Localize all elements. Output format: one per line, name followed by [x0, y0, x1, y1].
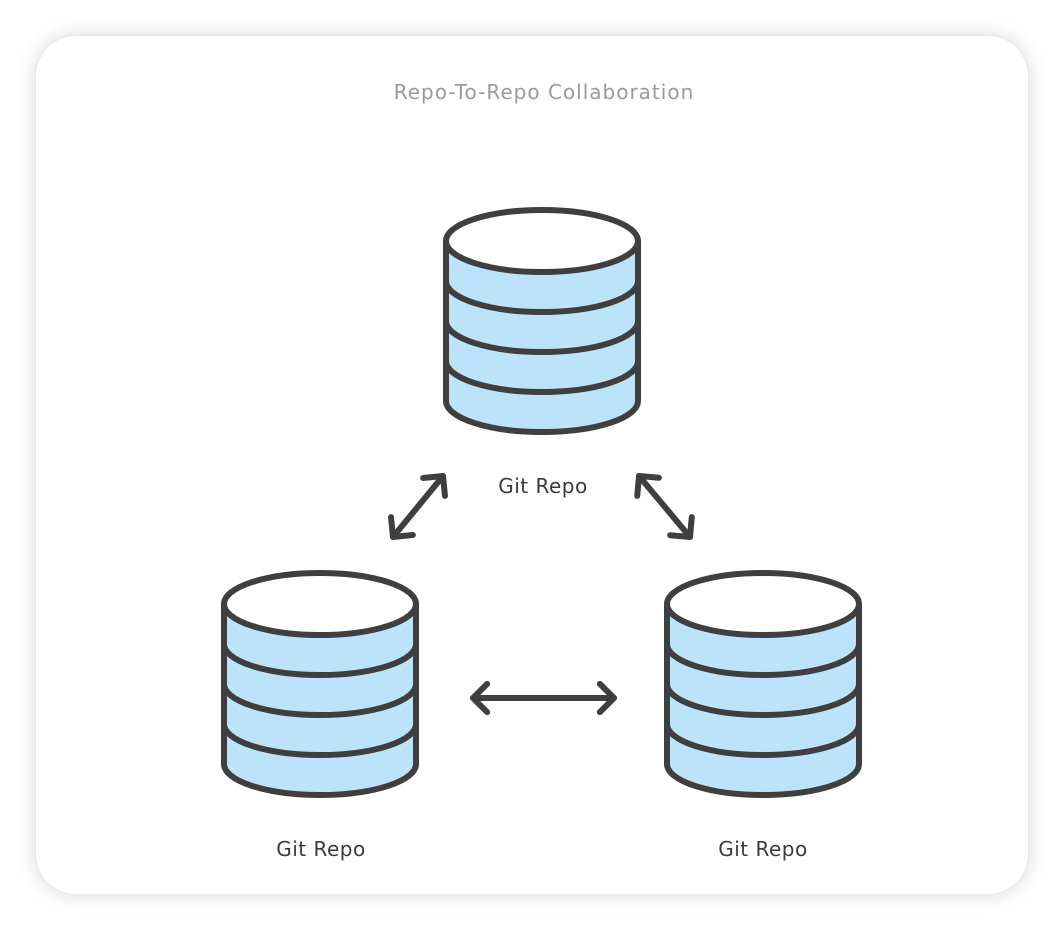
arrow-head-start [420, 473, 448, 499]
cylinder-outline [221, 604, 419, 798]
database-icon [221, 570, 419, 798]
double-arrow-icon [388, 473, 448, 540]
cylinder-band-1 [664, 643, 862, 678]
double-arrow-icon [470, 680, 617, 716]
arrow-shaft [390, 473, 446, 540]
repo-label-left: Git Repo [276, 837, 366, 861]
arrow-head-end [596, 680, 617, 716]
cylinder-body [446, 241, 638, 432]
cylinder-band-3 [221, 723, 419, 758]
repo-label-top: Git Repo [498, 474, 588, 498]
cylinder-band-3 [443, 360, 641, 395]
cylinder-top [443, 207, 641, 275]
cylinder-body [224, 604, 416, 795]
arrow-head-start [470, 680, 491, 716]
database-icon [664, 570, 862, 798]
cylinder-body [667, 604, 859, 795]
cylinder-band-2 [664, 683, 862, 718]
diagram-title: Repo-To-Repo Collaboration [394, 80, 695, 104]
cylinder-band-3 [664, 723, 862, 758]
cylinder-top [221, 570, 419, 638]
arrow-head-start [634, 473, 662, 499]
cylinder-band-2 [443, 320, 641, 355]
cylinder-band-2 [221, 683, 419, 718]
repo-right: Git Repo [664, 570, 862, 861]
repo-left: Git Repo [221, 570, 419, 861]
arrow-head-end [667, 514, 695, 540]
cylinder-outline [443, 241, 641, 435]
arrow-head-end [388, 514, 416, 540]
repo-top: Git Repo [443, 207, 641, 498]
diagram-card [36, 36, 1028, 894]
cylinder-band-1 [221, 643, 419, 678]
database-icon [443, 207, 641, 435]
double-arrow-icon [634, 473, 695, 540]
arrow-shaft [636, 473, 693, 540]
cylinder-top [664, 570, 862, 638]
cylinder-band-1 [443, 280, 641, 315]
cylinder-outline [664, 604, 862, 798]
repo-label-right: Git Repo [718, 837, 808, 861]
